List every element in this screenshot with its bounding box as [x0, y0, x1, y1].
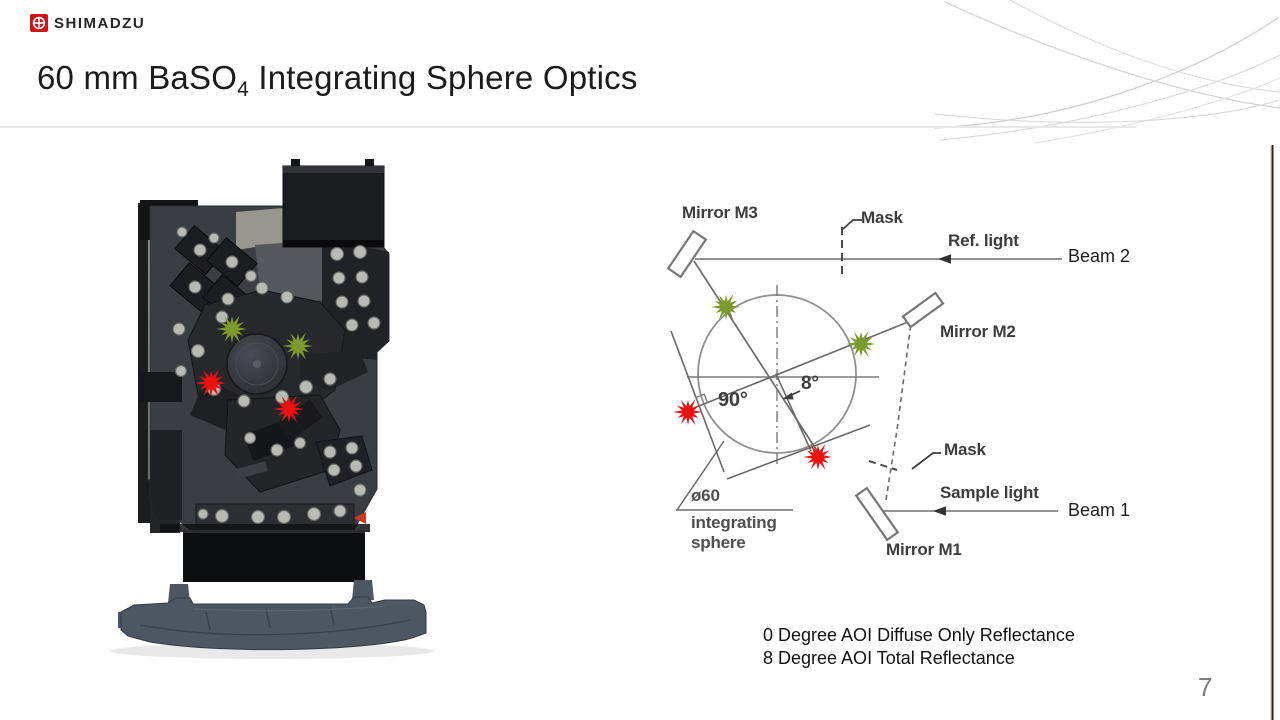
- ref-beam-line: [693, 260, 822, 458]
- page-number: 7: [1198, 672, 1213, 702]
- foot: [118, 580, 427, 651]
- label-beam-1: Beam 1: [1068, 500, 1131, 520]
- label-mask-bottom: Mask: [944, 440, 986, 459]
- label-sphere-caption-1: integrating: [691, 513, 777, 532]
- label-ref-light: Ref. light: [948, 231, 1019, 250]
- brand-name: SHIMADZU: [54, 14, 146, 32]
- m1-m2-beam-path: [885, 322, 912, 501]
- label-sphere-diameter: ø60: [691, 486, 720, 505]
- diagram-green-marker-1: [711, 294, 740, 320]
- label-angle-8: 8°: [801, 373, 819, 394]
- diagram-green-marker-2: [846, 331, 875, 357]
- caption-line-2: 8 Degree AOI Total Reflectance: [763, 648, 1015, 668]
- label-beam-2: Beam 2: [1068, 246, 1131, 266]
- right-edge-line: [1270, 145, 1274, 720]
- label-mask-top: Mask: [861, 208, 903, 227]
- optics-diagram: [666, 219, 1062, 542]
- label-mirror-m2: Mirror M2: [940, 322, 1016, 341]
- brand-logo: SHIMADZU: [30, 14, 145, 32]
- label-angle-90: 90°: [718, 389, 748, 411]
- shimadzu-logo-icon: [30, 14, 48, 32]
- page-title: 60 mm BaSO4 Integrating Sphere Optics: [37, 59, 638, 101]
- red-sticker: [354, 512, 366, 524]
- sample-beam-line: [683, 319, 914, 413]
- instrument-photo: [110, 159, 434, 659]
- mirror-m2: [901, 291, 945, 329]
- mirror-m1: [854, 486, 900, 542]
- label-mirror-m3: Mirror M3: [682, 203, 758, 222]
- label-sphere-caption-2: sphere: [691, 533, 746, 552]
- mask-bottom-line: [868, 460, 898, 471]
- label-mirror-m1: Mirror M1: [886, 540, 962, 559]
- title-subscript: 4: [237, 78, 249, 101]
- title-divider: [0, 126, 1136, 128]
- label-sample-light: Sample light: [940, 483, 1039, 502]
- decor-curves: [934, 0, 1280, 144]
- mirror-m3: [666, 229, 708, 279]
- caption-line-1: 0 Degree AOI Diffuse Only Reflectance: [763, 625, 1075, 645]
